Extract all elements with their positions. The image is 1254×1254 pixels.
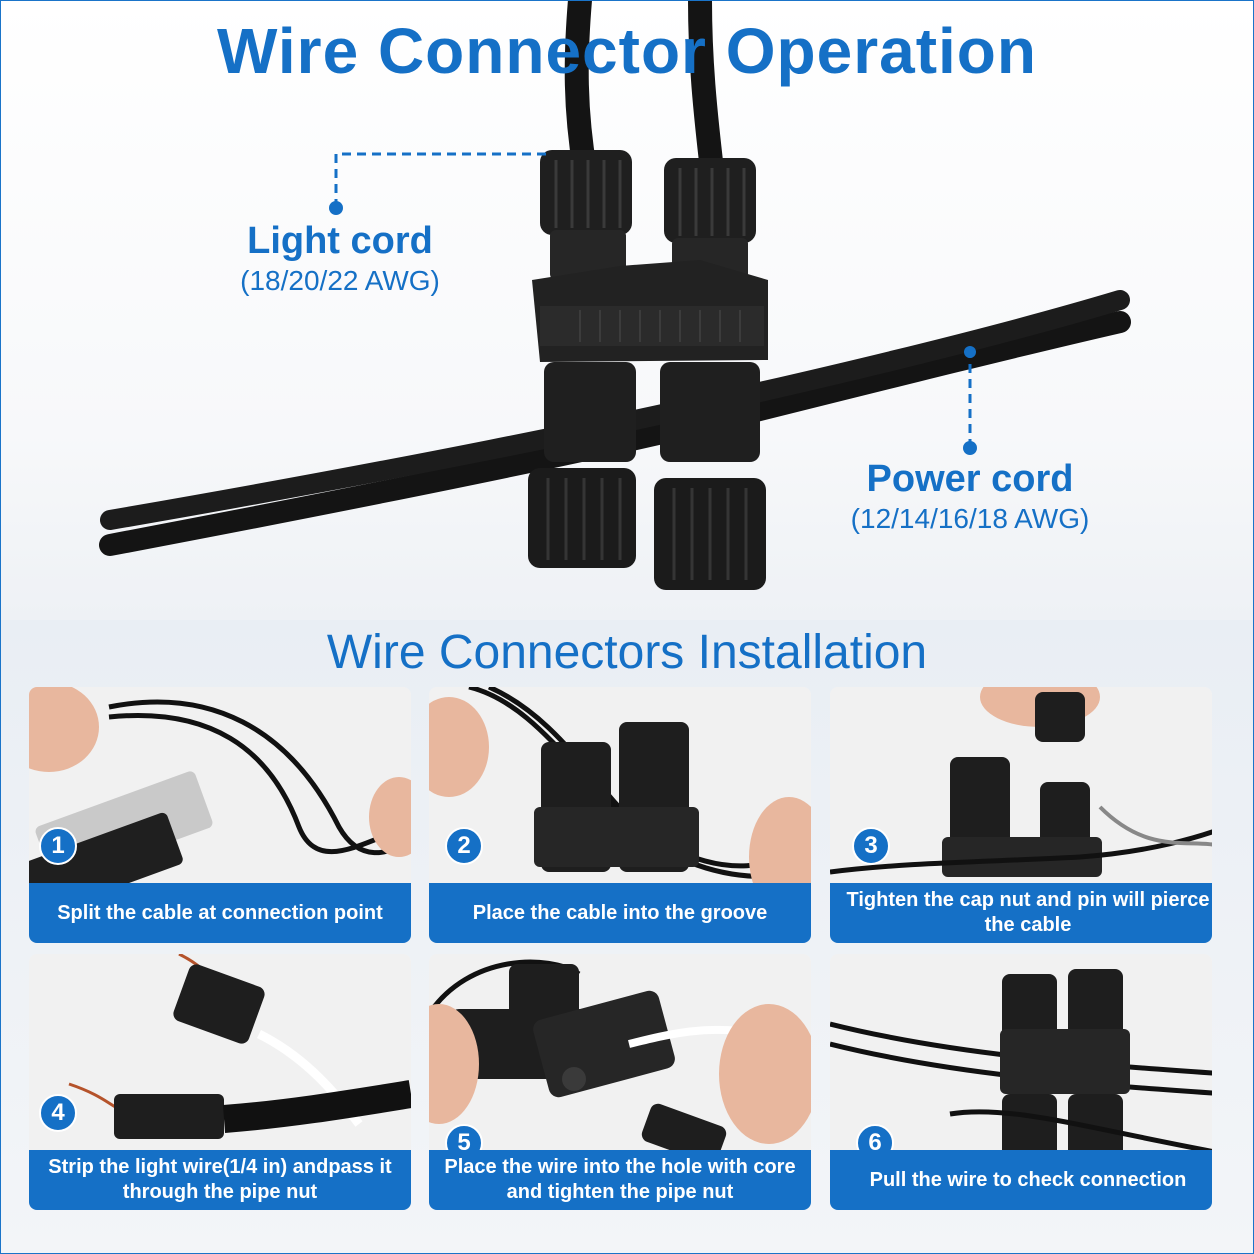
step-card-4: 4 Strip the light wire(1/4 in) andpass i… [29,954,411,1210]
power-cord-callout: Power cord (12/14/16/18 AWG) [800,458,1140,535]
step-card-3: 3 Tighten the cap nut and pin will pierc… [830,687,1212,943]
step-caption-3: Tighten the cap nut and pin will pierce … [830,883,1212,943]
step-card-6: 6 Pull the wire to check connection [830,954,1212,1210]
step-card-2: 2 Place the cable into the groove [429,687,811,943]
page-title: Wire Connector Operation [217,15,1037,87]
step-number-1: 1 [39,827,77,865]
installation-title: Wire Connectors Installation [326,626,928,679]
step-caption-4: Strip the light wire(1/4 in) andpass it … [29,1150,411,1210]
light-cord-label: Light cord [247,220,433,262]
step-card-5: 5 Place the wire into the hole with core… [429,954,811,1210]
step-card-1: 1 Split the cable at connection point [29,687,411,943]
step-number-2: 2 [445,827,483,865]
light-cord-callout: Light cord (18/20/22 AWG) [200,220,480,297]
light-cord-spec: (18/20/22 AWG) [240,265,440,296]
power-cord-label: Power cord [866,458,1074,500]
step-caption-5: Place the wire into the hole with core a… [429,1150,811,1210]
step-number-3: 3 [852,827,890,865]
step-number-4: 4 [39,1094,77,1132]
connector-illustration [99,0,1131,590]
power-cord-spec: (12/14/16/18 AWG) [850,503,1090,534]
step-caption-2: Place the cable into the groove [429,883,811,943]
step-caption-6: Pull the wire to check connection [830,1150,1212,1210]
step-number-6: 6 [856,1124,894,1162]
step-caption-1: Split the cable at connection point [29,883,411,943]
